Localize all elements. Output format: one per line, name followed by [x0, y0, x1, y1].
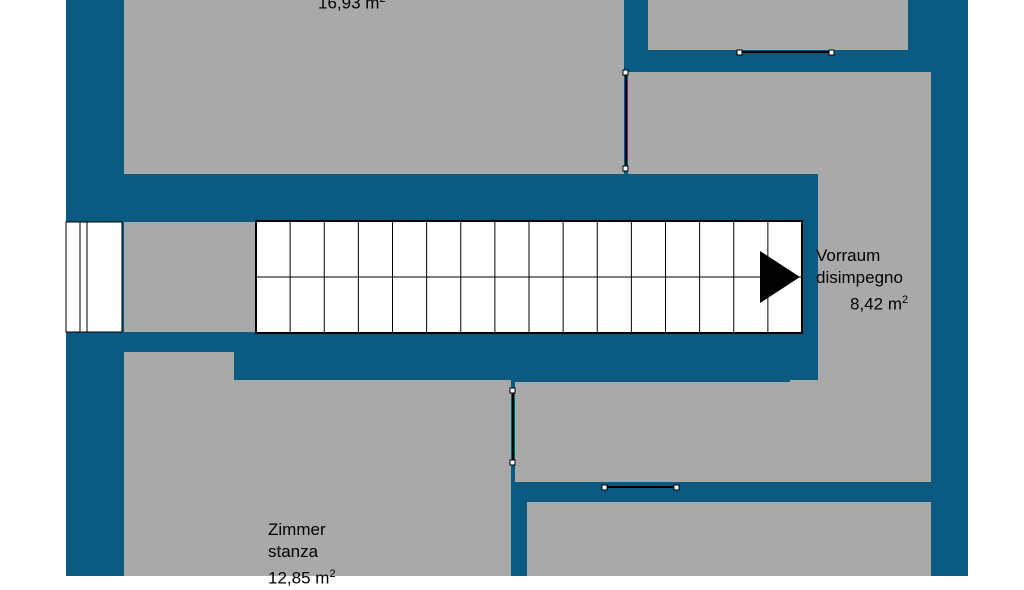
- wall-lower-corridor: [234, 332, 746, 380]
- staircase: [255, 220, 803, 334]
- room-vorraum-area-value: 8,42: [850, 294, 884, 314]
- room-top-area-value: 16,93: [318, 0, 361, 13]
- room-vorraum-label: Vorraum disimpegno 8,42 m2: [816, 245, 908, 316]
- room-vorraum-area-unit-exp: 2: [902, 294, 909, 306]
- wall-lower-corridor-right: [746, 332, 818, 380]
- room-vorraum-name-de: Vorraum: [816, 246, 881, 265]
- floor-plan: [65, 0, 968, 576]
- room-top-area-unit: m: [365, 0, 380, 13]
- stair-direction-arrow-icon: [760, 251, 800, 303]
- room-zimmer: [124, 352, 511, 576]
- door-hinge: [509, 387, 516, 394]
- hall-floor-lower-right: [790, 380, 931, 482]
- room-top-area-label: 16,93 m2: [318, 0, 386, 15]
- room-zimmer-area-value: 12,85: [268, 568, 311, 588]
- room-zimmer-name-it: stanza: [268, 542, 319, 561]
- door-hinge: [828, 49, 835, 56]
- room-top-area-unit-exp: 2: [379, 0, 385, 5]
- room-top-right-closet: [648, 0, 908, 50]
- room-vorraum-upper: [628, 72, 931, 174]
- room-zimmer-name-de: Zimmer: [268, 520, 326, 539]
- room-vorraum-name-it: disimpegno: [816, 268, 903, 287]
- room-vorraum-area-unit: m: [887, 294, 902, 314]
- door-hinge: [601, 484, 608, 491]
- window-left: [65, 221, 123, 333]
- hall-floor-lower: [515, 382, 818, 482]
- room-zimmer-area: 12,85 m2: [268, 563, 336, 590]
- room-zimmer-area-unit-exp: 2: [329, 568, 336, 580]
- wall-upper-corridor: [66, 174, 818, 222]
- hall-floor-left: [124, 222, 256, 332]
- door-hinge: [736, 49, 743, 56]
- room-top-left: [124, 0, 624, 174]
- room-bottom-right: [527, 502, 931, 576]
- room-zimmer-area-unit: m: [315, 568, 330, 588]
- room-vorraum-area: 8,42 m2: [816, 289, 908, 316]
- door-hinge: [509, 459, 516, 466]
- room-zimmer-top: [124, 352, 234, 382]
- wall-lower-left: [66, 332, 234, 352]
- room-zimmer-label: Zimmer stanza 12,85 m2: [268, 519, 336, 590]
- door-hinge: [622, 69, 629, 76]
- door-hinge: [622, 165, 629, 172]
- door-hinge: [673, 484, 680, 491]
